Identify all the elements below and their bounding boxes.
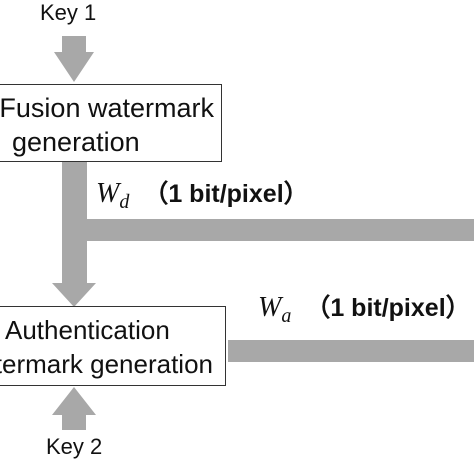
authentication-watermark-generation-box: Authentication watermark generation (0, 306, 226, 386)
wd-rate: （1 bit/pixel） (143, 180, 309, 208)
key1-label: Key 1 (40, 0, 97, 25)
wa-output-bar (228, 340, 474, 362)
key1-arrow (54, 36, 94, 82)
wa-signal-label: Wa （1 bit/pixel） (258, 292, 471, 327)
wd-symbol: W (96, 178, 120, 209)
wd-output-bar (87, 219, 474, 241)
wd-subscript: d (119, 191, 130, 213)
wd-vertical-connector (62, 160, 87, 285)
authentication-box-line2: watermark generation (0, 349, 213, 379)
wa-symbol: W (258, 292, 282, 323)
wd-signal-label: Wd （1 bit/pixel） (96, 178, 309, 213)
fusion-watermark-generation-box: Fusion watermark generation (0, 84, 222, 162)
key2-arrow (52, 387, 96, 430)
fusion-box-line1: Fusion watermark (0, 93, 214, 123)
wd-down-arrowhead (52, 283, 96, 307)
wa-subscript: a (281, 305, 292, 327)
key2-label: Key 2 (46, 434, 103, 459)
authentication-box-line1: Authentication (5, 315, 170, 345)
fusion-box-line2: generation (12, 127, 140, 157)
wa-rate: （1 bit/pixel） (305, 294, 471, 322)
